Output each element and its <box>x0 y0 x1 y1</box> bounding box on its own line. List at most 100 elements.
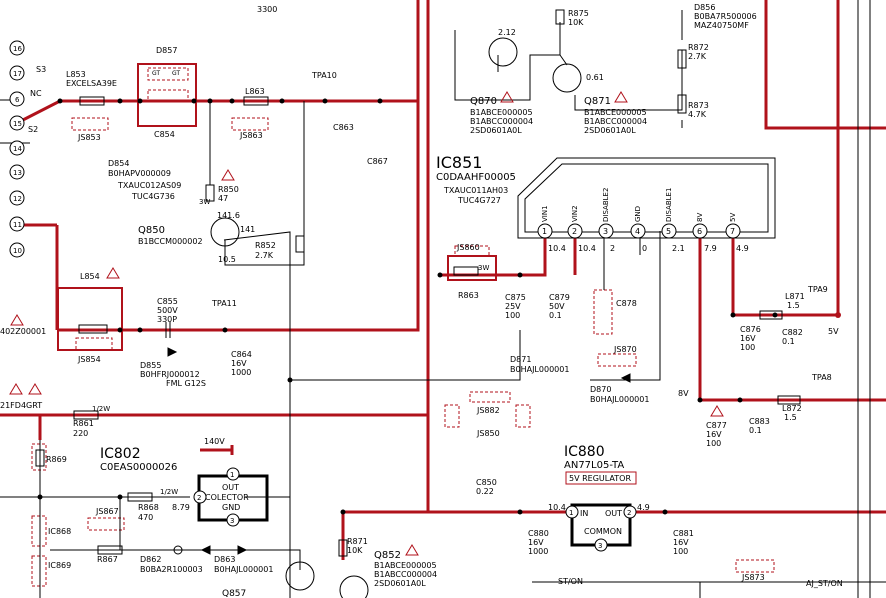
c855-label: C855 <box>157 297 178 306</box>
v-141-6: 141.6 <box>217 211 240 220</box>
r869-label: R869 <box>46 455 67 464</box>
ic880-name: IC880 <box>564 444 605 460</box>
q852-part-2: B1ABCC000004 <box>374 570 437 579</box>
pin-volt-7: 4.9 <box>736 244 749 253</box>
c880-v2: 1000 <box>528 547 548 556</box>
c881-label: C881 <box>673 529 694 538</box>
svg-text:11: 11 <box>13 221 22 229</box>
st-on: ST/ON <box>558 577 583 586</box>
highlight-boxes <box>31 63 775 587</box>
js860-label: JS860 <box>456 243 480 252</box>
ic880-common: COMMON <box>584 527 622 536</box>
component-symbols <box>35 9 801 557</box>
ic880-in: IN <box>580 509 588 518</box>
r861-watt: 1/2W <box>92 405 110 413</box>
warning-icons <box>9 91 724 556</box>
c876-label: C876 <box>740 325 761 334</box>
r875-label: R875 <box>568 9 589 18</box>
d854-label: D854 <box>108 159 129 168</box>
ic851-sub1: TXAUC011AH03 <box>443 186 508 195</box>
d854-part-2: TXAUC012AS09 <box>117 181 181 190</box>
svg-text:3: 3 <box>598 542 602 550</box>
c883-label: C883 <box>749 417 770 426</box>
d871-part: B0HAJL000001 <box>510 365 569 374</box>
v-10-4: 10.4 <box>548 503 566 512</box>
q871-part-1: B1ABCE000005 <box>584 108 647 117</box>
r871-label: R871 <box>347 537 368 546</box>
pin-volt-6: 7.9 <box>704 244 717 253</box>
d863-label: D863 <box>214 555 235 564</box>
pin-disable1: DISABLE1 <box>665 188 673 222</box>
tpa11-label: TPA11 <box>211 299 237 308</box>
r871-value: 10K <box>347 546 363 555</box>
tpa10-label: TPA10 <box>311 71 337 80</box>
r867-label: R867 <box>97 555 118 564</box>
q870-part-2: B1ABCC000004 <box>470 117 533 126</box>
r873-label: R873 <box>688 101 709 110</box>
c875-v2: 100 <box>505 311 520 320</box>
c875-label: C875 <box>505 293 526 302</box>
d855-part-1: B0HFRJ000012 <box>140 370 200 379</box>
c880-v1: 16V <box>528 538 544 547</box>
d870-label: D870 <box>590 385 611 394</box>
c879-v1: 50V <box>549 302 565 311</box>
r850-value: 47 <box>218 194 228 203</box>
c876-v2: 100 <box>740 343 755 352</box>
aj-st-on: AJ_ST/ON <box>806 579 843 588</box>
v-3300: 3300 <box>257 5 277 14</box>
l853-label: L853 <box>66 70 86 79</box>
c855-v2: 330P <box>157 315 177 324</box>
pin-gnd: GND <box>634 206 642 222</box>
svg-text:1: 1 <box>569 509 573 517</box>
pin-volt-2: 10.4 <box>578 244 596 253</box>
v-5v: 5V <box>828 327 839 336</box>
svg-text:14: 14 <box>13 145 22 153</box>
q852-part-1: B1ABCE000005 <box>374 561 437 570</box>
v-140v: 140V <box>204 437 225 446</box>
svg-text:6: 6 <box>15 96 20 104</box>
junctions <box>37 98 778 515</box>
v-4-9: 4.9 <box>637 503 650 512</box>
c881-v2: 100 <box>673 547 688 556</box>
ic851-pin-circles <box>193 223 741 552</box>
pin-volt-4: 0 <box>642 244 647 253</box>
d857-gt-2: GT <box>172 70 180 77</box>
d855-part-2: FML G12S <box>166 379 206 388</box>
js854-label: JS854 <box>77 355 101 364</box>
c864-label: C864 <box>231 350 252 359</box>
q871-part-3: 2SD0601A0L <box>584 126 636 135</box>
js870-label: JS870 <box>613 345 637 354</box>
svg-text:12: 12 <box>13 195 22 203</box>
svg-text:1: 1 <box>230 471 234 479</box>
c864-v2: 1000 <box>231 368 251 377</box>
r872-label: R872 <box>688 43 709 52</box>
js863-label: JS863 <box>239 131 263 140</box>
q852-part-3: 2SD0601A0L <box>374 579 426 588</box>
r850-watt: 3W <box>199 198 210 206</box>
ic851-name: IC851 <box>436 153 482 172</box>
r861-label: R861 <box>73 419 94 428</box>
pin-vin1: VIN1 <box>541 205 549 222</box>
pin-8v: 8V <box>696 213 704 222</box>
tpa9-label: TPA9 <box>807 285 828 294</box>
power-traces <box>0 0 886 560</box>
c863-label: C863 <box>333 123 354 132</box>
js850-label: JS850 <box>476 429 500 438</box>
c877-label: C877 <box>706 421 727 430</box>
ic880-part: AN77L05-TA <box>564 460 624 471</box>
r868-label: R868 <box>138 503 159 512</box>
js867-label: JS867 <box>95 507 119 516</box>
l872-value: 1.5 <box>784 413 797 422</box>
pin-num-6: 6 <box>697 227 702 236</box>
connector-numbers: 16 17 6 15 14 13 12 11 10 1 2 3 1 2 3 <box>13 45 631 550</box>
v-8-79: 8.79 <box>172 503 190 512</box>
pin-volt-5: 2.1 <box>672 244 685 253</box>
pin-volt-1: 10.4 <box>548 244 566 253</box>
d862-part: B0BA2R100003 <box>140 565 203 574</box>
l871-label: L871 <box>785 292 805 301</box>
pin-volt-3: 2 <box>610 244 615 253</box>
js853-label: JS853 <box>77 133 101 142</box>
ic868-label: IC868 <box>48 527 71 536</box>
